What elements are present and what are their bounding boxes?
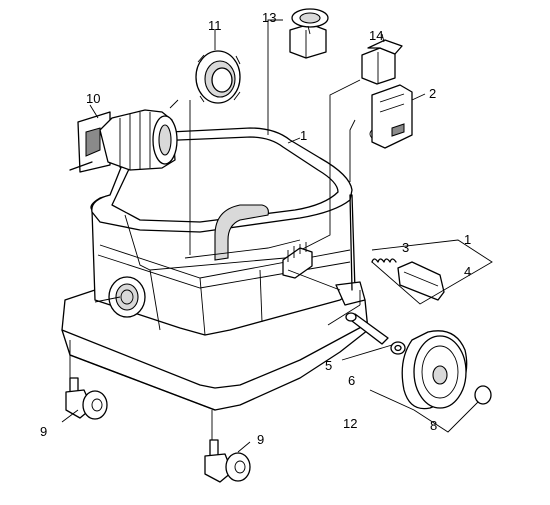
callout-13: 13 [262,10,276,25]
caster-left [65,377,108,420]
callout-labels: 13 11 14 10 2 1 1 3 4 5 6 12 8 9 9 [40,10,471,447]
hose-connector-part [69,109,178,173]
callout-8: 8 [430,418,437,433]
washer-part [390,341,406,355]
leader-lines [61,19,493,453]
callout-3: 3 [402,240,409,255]
callout-9-right: 9 [257,432,264,447]
callout-12: 12 [343,416,357,431]
clip-13-part [289,8,329,59]
ring-nut-part [195,50,241,104]
callout-14: 14 [369,28,383,43]
callout-1-latch: 1 [464,232,471,247]
clip-14-part [361,39,403,85]
callout-9-left: 9 [40,424,47,439]
callout-4: 4 [464,264,471,279]
axle-part [345,312,389,345]
callout-1-tank: 1 [300,128,307,143]
tank-body [61,127,369,411]
latch-assembly [371,258,445,301]
callout-10: 10 [86,91,100,106]
caster-right [204,439,251,483]
callout-5: 5 [325,358,332,373]
wheel-part [401,330,468,410]
cover-2-part [369,84,413,149]
callout-2: 2 [429,86,436,101]
callout-11: 11 [208,18,222,33]
hub-cap-part [474,385,492,405]
callout-6: 6 [348,373,355,388]
